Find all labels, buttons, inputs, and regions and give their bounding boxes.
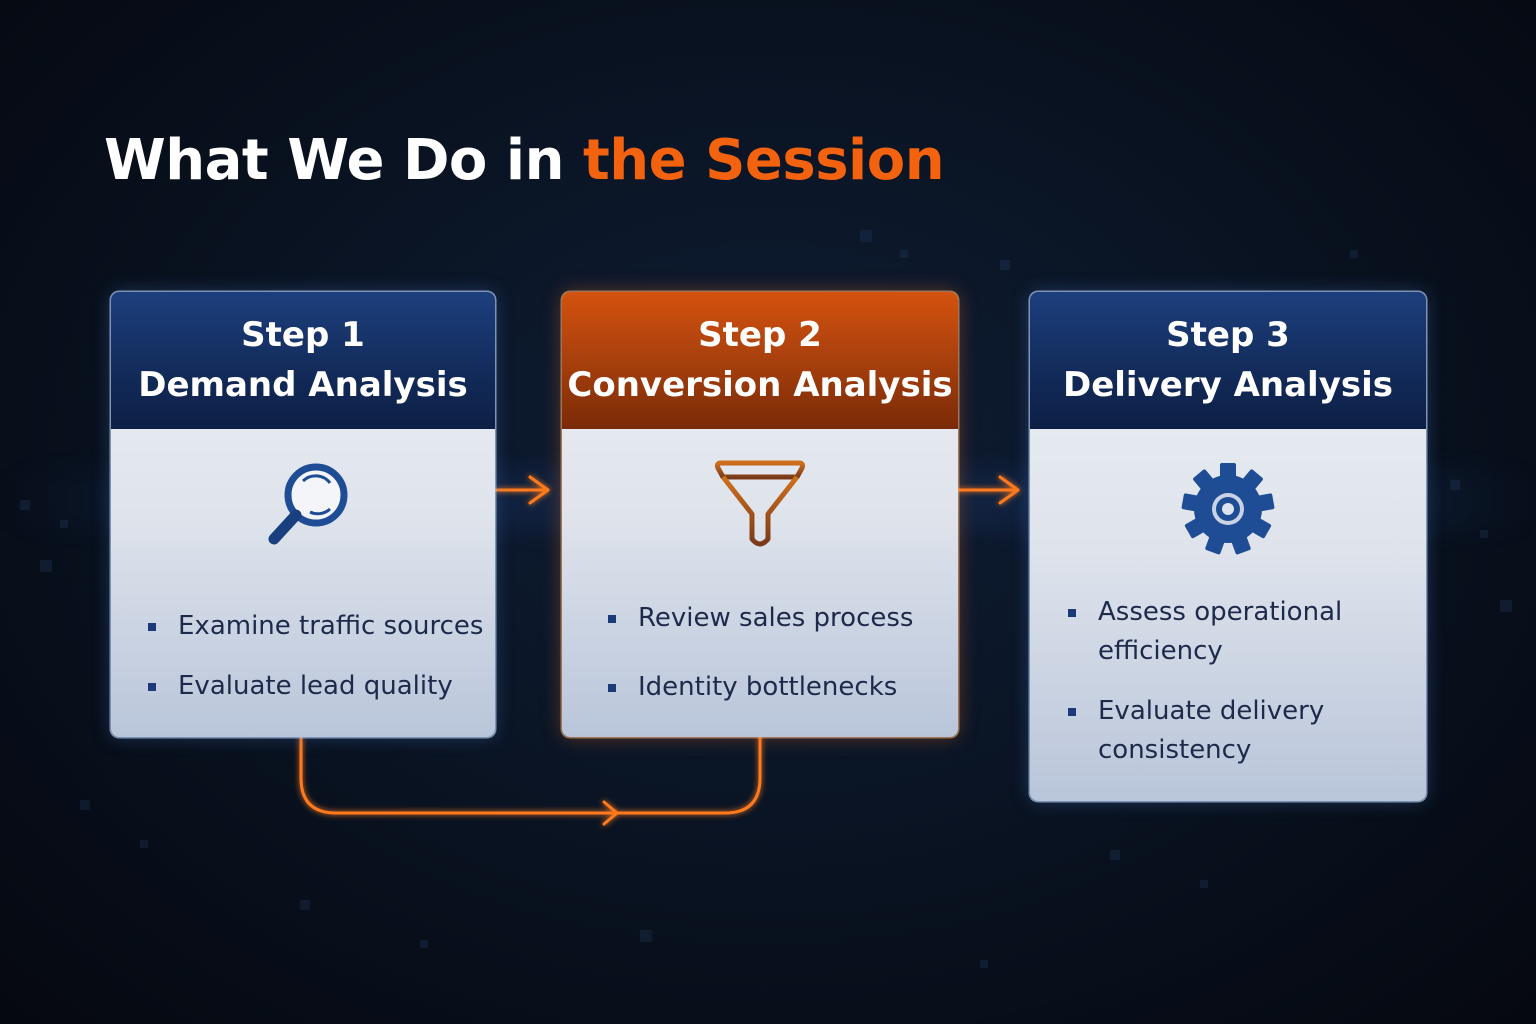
bullet-item: Identity bottlenecks: [608, 668, 958, 707]
step-card-1: Step 1 Demand Analysis Examine traffic s…: [111, 292, 495, 737]
gear-icon: [1030, 459, 1426, 559]
bullet-item: Assess operational efficiency: [1068, 593, 1378, 671]
step-3-bullets: Assess operational efficiency Evaluate d…: [1068, 593, 1378, 770]
bullet-square-icon: [148, 683, 156, 691]
step-2-name: Conversion Analysis: [567, 364, 953, 405]
title-prefix: What We Do in: [104, 128, 583, 193]
step-3-name: Delivery Analysis: [1063, 364, 1393, 405]
step-2-header: Step 2 Conversion Analysis: [562, 292, 958, 429]
step-2-label: Step 2: [698, 314, 822, 355]
bullet-item: Evaluate delivery consistency: [1068, 692, 1378, 770]
bullet-square-icon: [1068, 609, 1076, 617]
step-2-bullets: Review sales process Identity bottleneck…: [608, 599, 958, 707]
step-1-header: Step 1 Demand Analysis: [111, 292, 495, 429]
title-accent: the Session: [582, 128, 945, 193]
bullet-square-icon: [148, 623, 156, 631]
bullet-item: Review sales process: [608, 599, 958, 638]
magnifying-glass-icon: [111, 455, 495, 555]
step-card-2: Step 2 Conversion Analysis Review sales …: [562, 292, 958, 737]
bullet-item: Examine traffic sources: [148, 607, 495, 646]
bullet-item: Evaluate lead quality: [148, 667, 495, 706]
funnel-icon: [562, 459, 958, 559]
step-1-label: Step 1: [241, 314, 365, 355]
step-1-name: Demand Analysis: [138, 364, 468, 405]
bullet-square-icon: [608, 684, 616, 692]
step-1-bullets: Examine traffic sources Evaluate lead qu…: [148, 607, 495, 706]
step-3-label: Step 3: [1166, 314, 1290, 355]
step-card-3: Step 3 Delivery Analysis: [1030, 292, 1426, 801]
step-3-header: Step 3 Delivery Analysis: [1030, 292, 1426, 429]
bullet-square-icon: [1068, 708, 1076, 716]
page-title: What We Do in the Session: [104, 128, 945, 193]
bullet-square-icon: [608, 615, 616, 623]
